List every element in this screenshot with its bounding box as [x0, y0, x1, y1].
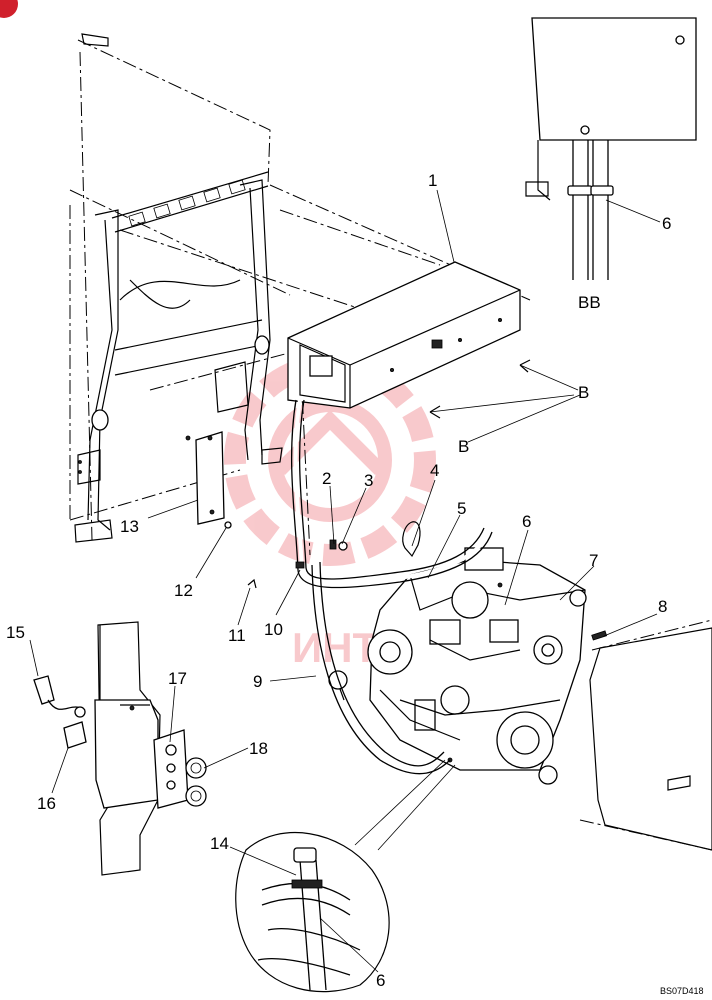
callout-13: 13 — [120, 517, 139, 536]
view-label-bb: BB — [578, 293, 601, 312]
filler-cap — [402, 521, 421, 558]
callout-4: 4 — [430, 461, 439, 480]
callout-10: 10 — [264, 620, 283, 639]
callout-7: 7 — [589, 551, 598, 570]
reservoir-tank — [287, 261, 521, 409]
callout-2: 2 — [322, 469, 331, 488]
callout-3: 3 — [364, 471, 373, 490]
section-arrow-upper — [519, 359, 531, 373]
callout-11: 11 — [228, 626, 246, 645]
callout-14: 14 — [210, 834, 229, 853]
drawing-reference: BS07D418 — [660, 986, 704, 996]
detail-bb-view — [525, 17, 697, 280]
nut — [224, 521, 232, 529]
right-frame-panel — [579, 619, 712, 851]
engine-assembly — [328, 547, 587, 785]
callout-18: 18 — [249, 739, 268, 758]
hose-clip — [247, 578, 257, 589]
callout-15: 15 — [6, 623, 25, 642]
callout-6-detail-circle: 6 — [376, 971, 385, 990]
lower-left-bracket-assembly — [33, 621, 207, 876]
callout-12: 12 — [174, 581, 193, 600]
callout-8: 8 — [658, 597, 667, 616]
callout-6-detail-bb: 6 — [662, 214, 671, 233]
section-label-b-lower: B — [458, 437, 469, 456]
corner-mark — [0, 0, 18, 18]
callout-1: 1 — [428, 171, 437, 190]
callout-9: 9 — [253, 672, 262, 691]
callout-16: 16 — [37, 794, 56, 813]
mounting-plate — [185, 431, 225, 525]
callout-6: 6 — [522, 512, 531, 531]
detail-circle-view — [235, 759, 456, 993]
leader-lines — [29, 189, 661, 973]
section-label-b-upper: B — [578, 383, 589, 402]
callout-5: 5 — [457, 499, 466, 518]
section-arrow-lower — [429, 405, 441, 419]
callout-17: 17 — [168, 669, 187, 688]
